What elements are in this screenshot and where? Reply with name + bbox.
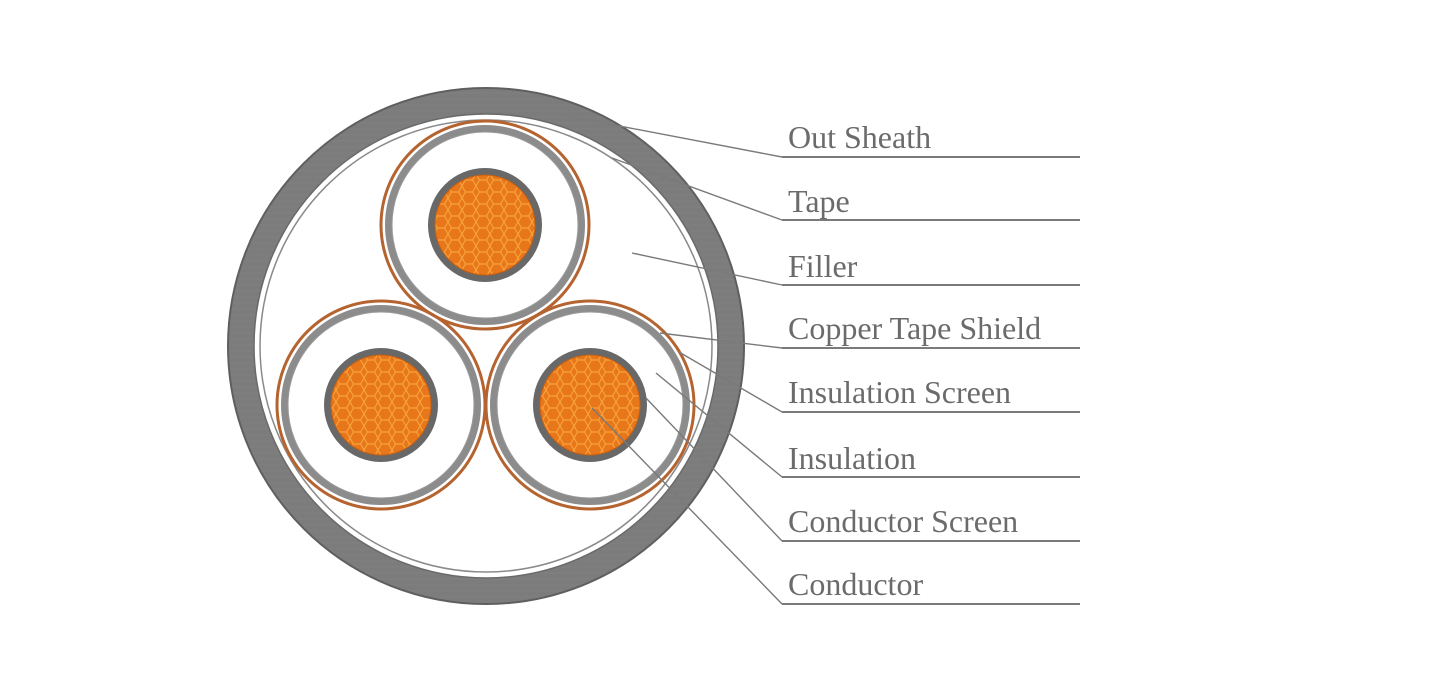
label-tape: Tape <box>782 183 1080 221</box>
label-filler-text: Filler <box>788 248 858 284</box>
conductor-core <box>434 174 536 276</box>
core-3 <box>484 299 696 511</box>
leader-lines <box>566 115 783 605</box>
leader-conductor <box>591 407 783 605</box>
label-conductor-screen-text: Conductor Screen <box>788 503 1018 539</box>
core-1 <box>379 119 591 331</box>
label-conductor-screen: Conductor Screen <box>782 503 1080 542</box>
cores-group <box>275 119 696 511</box>
copper-tape-shield-ring <box>379 119 591 331</box>
leader-copper-tape-shield <box>659 332 783 349</box>
label-copper-tape-shield-text: Copper Tape Shield <box>788 310 1041 346</box>
label-insulation-text: Insulation <box>788 440 916 476</box>
label-conductor: Conductor <box>782 566 1080 605</box>
label-out-sheath: Out Sheath <box>782 119 1080 158</box>
label-tape-text: Tape <box>788 183 850 219</box>
conductor-core <box>539 354 641 456</box>
leader-insulation-screen <box>678 351 783 413</box>
conductor-core <box>330 354 432 456</box>
leader-filler <box>631 252 783 286</box>
label-out-sheath-text: Out Sheath <box>788 119 931 155</box>
leader-tape <box>611 157 783 221</box>
core-2 <box>275 299 487 511</box>
label-insulation: Insulation <box>782 440 1080 478</box>
leader-insulation <box>655 372 783 478</box>
label-insulation-screen: Insulation Screen <box>782 374 1080 413</box>
label-insulation-screen-text: Insulation Screen <box>788 374 1011 410</box>
label-conductor-text: Conductor <box>788 566 923 602</box>
leader-conductor-screen <box>645 397 783 542</box>
leader-out-sheath <box>566 115 783 158</box>
label-filler: Filler <box>782 248 1080 286</box>
cable-cross-section <box>227 87 745 605</box>
label-copper-tape-shield: Copper Tape Shield <box>782 310 1080 349</box>
